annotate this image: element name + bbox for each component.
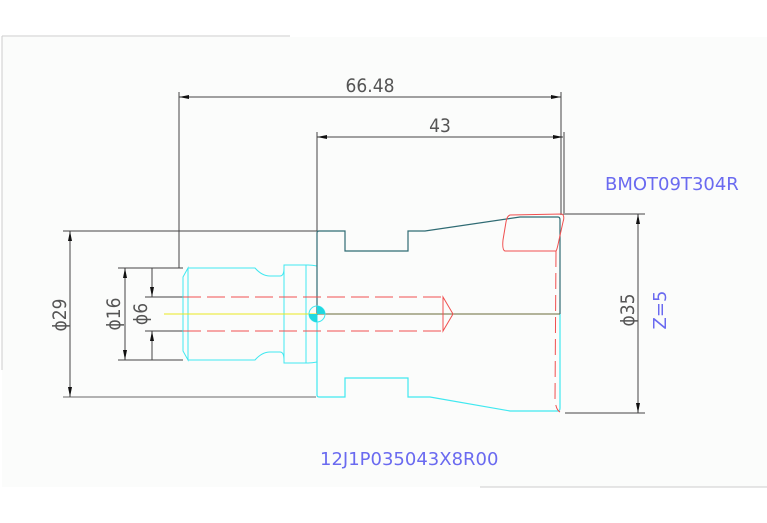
dimension-text-dia-29: ϕ29 — [49, 298, 71, 331]
dimension-text-66-48: 66.48 — [346, 75, 395, 97]
dimension-dia-35 — [565, 213, 645, 414]
dimension-dia-16 — [118, 267, 183, 361]
dimension-dia-6 — [145, 268, 183, 360]
dimension-text-dia-6: ϕ6 — [130, 303, 152, 325]
dimension-body-length — [316, 132, 565, 231]
dimension-dia-29 — [63, 230, 317, 398]
tool-body-upper — [316, 216, 561, 314]
teeth-count-label: Z=5 — [650, 291, 671, 330]
insert-outline — [502, 213, 565, 413]
hidden-bore — [183, 295, 454, 333]
dimension-text-43: 43 — [429, 115, 451, 137]
sheet-background — [2, 37, 767, 487]
insert-code-label: BMOT09T304R — [605, 174, 739, 195]
dimension-text-dia-16: ϕ16 — [103, 297, 125, 330]
dimension-overall-length — [178, 92, 562, 268]
origin-marker-icon — [308, 305, 326, 323]
part-number-label: 12J1P035043X8R00 — [320, 449, 498, 470]
dimension-text-dia-35: ϕ35 — [617, 293, 639, 326]
tool-body-lower — [316, 314, 561, 412]
